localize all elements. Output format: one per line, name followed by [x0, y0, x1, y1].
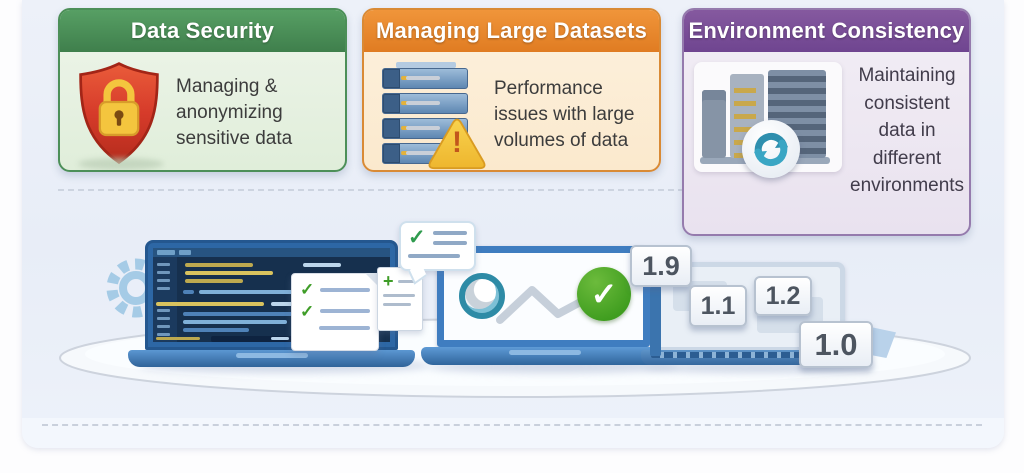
check-icon: ✓: [408, 226, 426, 249]
laptop-shadow: [645, 362, 875, 373]
version-tag-1-1: 1.1: [689, 285, 747, 327]
validation-laptop-base: [421, 347, 668, 365]
cards-dashed-divider: [58, 189, 734, 191]
check-icon: ✓: [300, 280, 315, 299]
trend-line-icon: [496, 286, 592, 324]
keyboard: [651, 352, 850, 358]
card-title: Environment Consistency: [684, 10, 969, 52]
version-tag-1-2: 1.2: [754, 276, 812, 316]
version-tag-1-9: 1.9: [630, 245, 692, 287]
card-managing-large-datasets: Managing Large Datasets: [362, 8, 661, 172]
card-data-security: Data Security Managing & anony: [58, 8, 347, 172]
icon-shadow: [78, 158, 164, 170]
card-title: Managing Large Datasets: [364, 10, 659, 52]
line-number-gutter: [153, 257, 177, 342]
server-stack-icon: !: [374, 60, 486, 170]
checklist-document-icon: ✓ ✓: [291, 273, 379, 351]
shield-lock-icon: [70, 60, 168, 170]
sync-arrows-icon: [742, 120, 800, 178]
warning-icon: !: [426, 116, 488, 170]
card-body: Maintaining consistent data in different…: [684, 52, 969, 208]
bottom-dashed-divider: [42, 424, 982, 426]
warning-glyph: !: [452, 126, 462, 159]
card-environment-consistency: Environment Consistency Maintaining cons…: [682, 8, 971, 236]
code-laptop-base: [128, 350, 415, 367]
check-icon: ✓: [300, 301, 315, 321]
card-description: Performance issues with large volumes of…: [494, 77, 635, 152]
plus-icon: +: [383, 271, 394, 291]
card-description: Managing & anonymizing sensitive data: [176, 75, 293, 150]
card-body: Managing & anonymizing sensitive data: [60, 52, 345, 170]
version-tag-pole: [650, 286, 661, 356]
check-circle-icon: ✓: [577, 267, 631, 321]
bottom-band: [22, 418, 1004, 448]
speech-bubble-checklist-icon: ✓: [399, 221, 476, 271]
servers-sync-icon: [694, 62, 842, 178]
magnifier-icon: [459, 273, 505, 319]
card-description: Maintaining consistent data in different…: [850, 65, 965, 197]
version-tag-1-0: 1.0: [799, 321, 873, 368]
card-body: ! Performance issues with large volumes …: [364, 52, 659, 170]
card-title: Data Security: [60, 10, 345, 52]
